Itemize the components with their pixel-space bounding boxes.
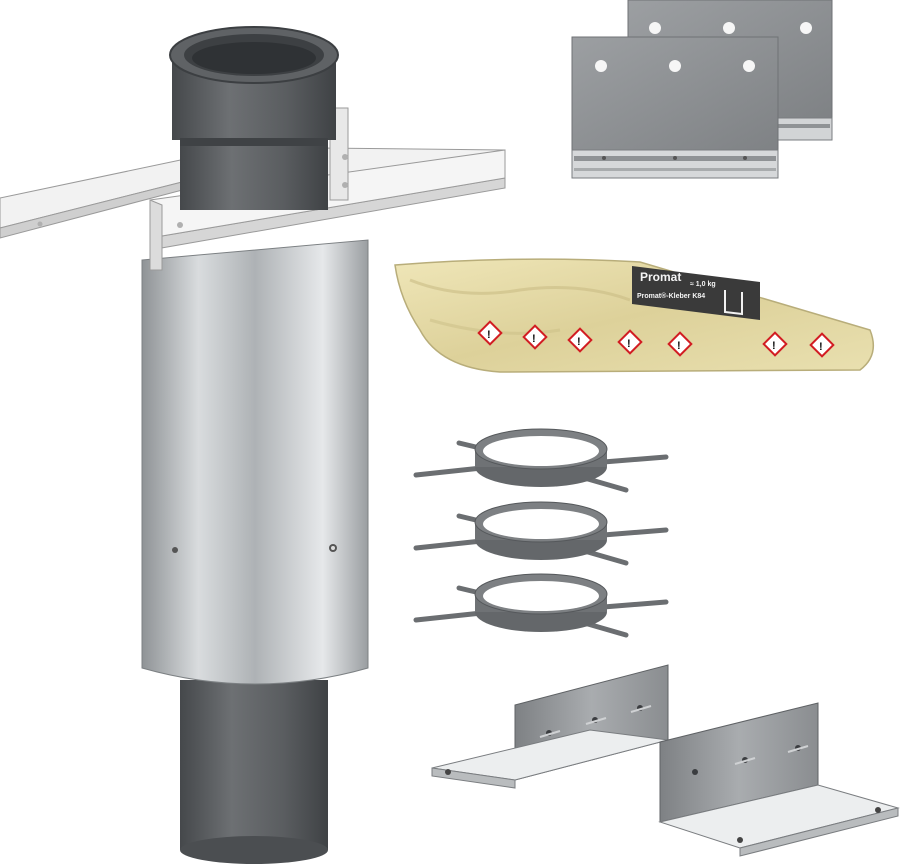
ring-spacer [413, 501, 669, 566]
svg-text:!: ! [532, 333, 536, 345]
bag-product-text: Promat®-Kleber K84 [637, 292, 705, 300]
svg-text:!: ! [487, 329, 491, 341]
svg-text:!: ! [627, 338, 631, 350]
svg-text:!: ! [772, 340, 776, 352]
adhesive-bag: Promat ≈ 1,0 kg Promat®-Kleber K84 [394, 258, 875, 373]
hazard-pictograms: ! ! ! ! ! ! ! [477, 320, 835, 358]
hazard-exclamation-icon [477, 320, 503, 346]
hazard-exclamation-icon [762, 331, 788, 357]
bag-label [632, 266, 760, 320]
ring-spacer [413, 573, 669, 638]
chimney-pipe-assembly [0, 26, 506, 864]
hazard-exclamation-icon [567, 327, 593, 353]
ring-spacers [413, 428, 669, 638]
hazard-exclamation-icon [617, 329, 643, 355]
hazard-exclamation-icon [667, 331, 693, 357]
lower-pipe [180, 680, 328, 850]
hazard-exclamation-icon [522, 324, 548, 350]
svg-text:!: ! [577, 336, 581, 348]
svg-text:!: ! [819, 341, 823, 353]
ring-spacer [413, 428, 669, 493]
mounting-plates [571, 0, 833, 179]
steel-sleeve [141, 239, 369, 685]
svg-text:!: ! [677, 340, 681, 352]
hazard-exclamation-icon [809, 332, 835, 358]
angle-bracket [658, 702, 900, 857]
bag-weight-text: ≈ 1,0 kg [690, 281, 716, 288]
bag-brand-text: Promat [640, 270, 681, 284]
angle-brackets [431, 664, 900, 857]
angle-bracket [431, 664, 669, 789]
